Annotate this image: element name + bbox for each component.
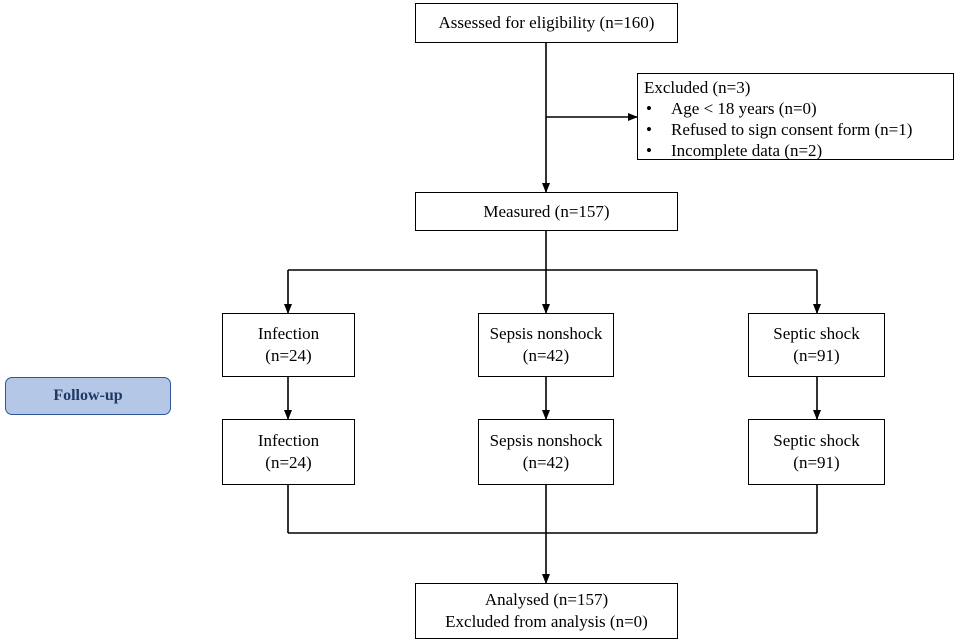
measured-box: Measured (n=157) <box>415 192 678 231</box>
followup-box-infection: Infection (n=24) <box>222 419 355 485</box>
group-count: (n=24) <box>265 453 312 472</box>
group-count: (n=24) <box>265 346 312 365</box>
excluded-item: • Incomplete data (n=2) <box>644 140 912 161</box>
excluded-item: • Age < 18 years (n=0) <box>644 98 912 119</box>
group-box-infection: Infection (n=24) <box>222 313 355 377</box>
group-box-sepsis-nonshock: Sepsis nonshock (n=42) <box>478 313 614 377</box>
excluded-item-text: Incomplete data (n=2) <box>671 141 823 160</box>
group-count: (n=91) <box>793 453 840 472</box>
group-name: Infection <box>257 431 320 450</box>
followup-label: Follow-up <box>5 377 171 415</box>
excluded-item-text: Age < 18 years (n=0) <box>671 99 817 118</box>
assessed-text: Assessed for eligibility (n=160) <box>438 13 655 32</box>
excluded-item: • Refused to sign consent form (n=1) <box>644 119 912 140</box>
bullet-icon: • <box>646 141 652 160</box>
analysed-box: Analysed (n=157) Excluded from analysis … <box>415 583 678 639</box>
analysed-line1: Analysed (n=157) <box>484 590 609 609</box>
excluded-box: Excluded (n=3) • Age < 18 years (n=0) • … <box>637 73 954 160</box>
followup-text: Follow-up <box>53 387 123 404</box>
group-name: Sepsis nonshock <box>489 431 603 450</box>
group-count: (n=42) <box>522 346 570 365</box>
group-name: Septic shock <box>773 431 860 450</box>
assessed-box: Assessed for eligibility (n=160) <box>415 3 678 43</box>
group-box-septic-shock: Septic shock (n=91) <box>748 313 885 377</box>
excluded-item-text: Refused to sign consent form (n=1) <box>671 120 913 139</box>
group-count: (n=91) <box>793 346 840 365</box>
followup-box-septic-shock: Septic shock (n=91) <box>748 419 885 485</box>
followup-box-sepsis-nonshock: Sepsis nonshock (n=42) <box>478 419 614 485</box>
group-count: (n=42) <box>522 453 570 472</box>
group-name: Septic shock <box>773 324 860 343</box>
measured-text: Measured (n=157) <box>483 201 610 221</box>
group-name: Infection <box>257 324 320 343</box>
excluded-list: • Age < 18 years (n=0) • Refused to sign… <box>644 98 912 161</box>
excluded-title: Excluded (n=3) <box>644 78 751 97</box>
bullet-icon: • <box>646 120 652 139</box>
bullet-icon: • <box>646 99 652 118</box>
group-name: Sepsis nonshock <box>489 324 603 343</box>
analysed-line2: Excluded from analysis (n=0) <box>445 612 648 631</box>
